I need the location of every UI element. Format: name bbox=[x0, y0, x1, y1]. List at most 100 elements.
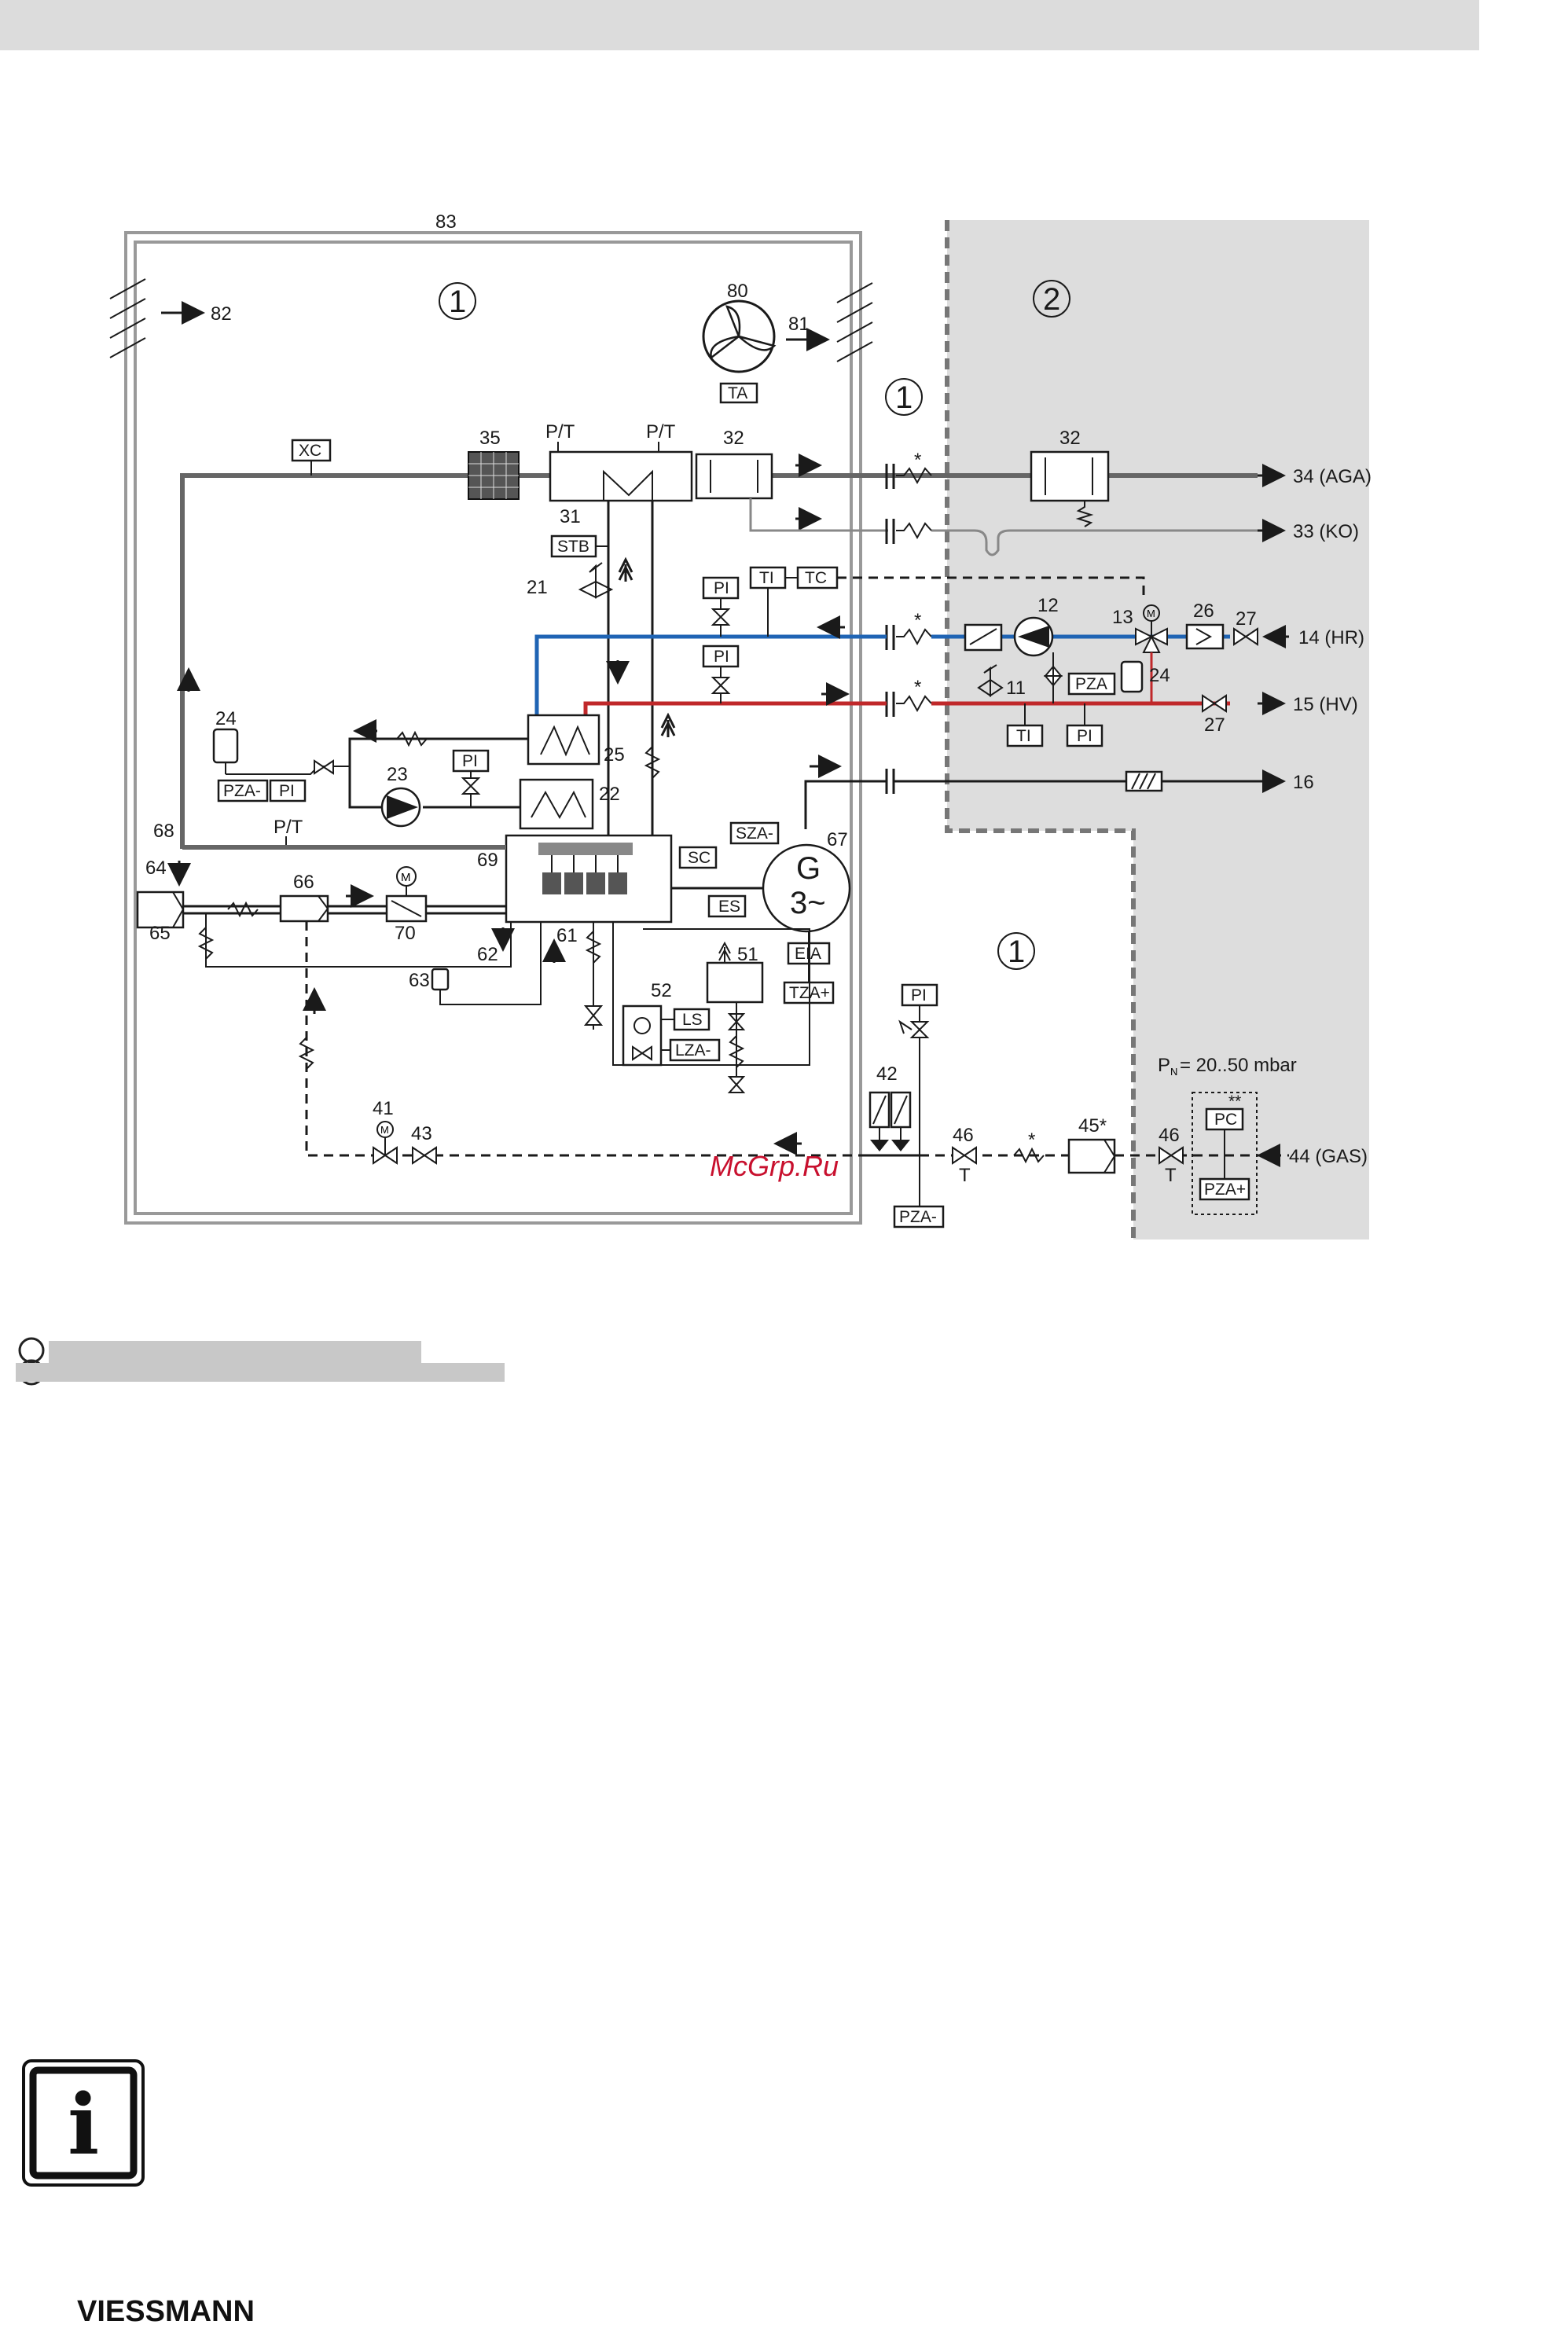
wall-hatch-right bbox=[836, 282, 873, 362]
label-27-a: 27 bbox=[1236, 608, 1257, 630]
oil-tank-51 bbox=[706, 961, 764, 1004]
oil-tank-valves bbox=[727, 1002, 746, 1093]
page-header-bar bbox=[0, 0, 1479, 50]
condensate-line bbox=[749, 498, 888, 532]
label-66: 66 bbox=[293, 872, 314, 893]
label-81: 81 bbox=[788, 314, 810, 335]
engine-pistons bbox=[551, 855, 619, 872]
gas-valve-46a bbox=[952, 1146, 977, 1165]
spring-gas-ext bbox=[1013, 1147, 1045, 1164]
valve-pi5 bbox=[461, 777, 481, 795]
expansion-vessel-24b bbox=[1120, 660, 1144, 693]
mixer-66 bbox=[279, 894, 329, 923]
tag-pi-2 bbox=[702, 645, 740, 668]
silencer-32-inner bbox=[695, 453, 773, 500]
section-bar-2 bbox=[16, 1363, 505, 1382]
label-pt-1: P/T bbox=[545, 421, 575, 443]
engine-head bbox=[538, 843, 633, 855]
label-62: 62 bbox=[477, 944, 498, 965]
spring-cooling bbox=[396, 730, 428, 747]
tag-pc-text: PC bbox=[1214, 1111, 1237, 1129]
relief-valve-21 bbox=[578, 562, 614, 599]
star-4: * bbox=[1028, 1129, 1035, 1151]
engine-cooling-loop bbox=[348, 737, 528, 809]
double-star: ** bbox=[1228, 1093, 1241, 1111]
vent-icon-2 bbox=[660, 712, 676, 737]
tag-pza-plus-text: PZA+ bbox=[1204, 1181, 1246, 1199]
throttle-diag bbox=[391, 900, 422, 917]
oil-container-52 bbox=[622, 1004, 663, 1067]
inlet-14: 14 (HR) bbox=[1298, 627, 1364, 648]
brand-logo: VIESSMANN bbox=[77, 2295, 255, 2328]
label-61: 61 bbox=[556, 925, 578, 946]
star-1: * bbox=[914, 450, 921, 471]
air-filter-icon bbox=[172, 891, 185, 928]
label-67: 67 bbox=[827, 829, 848, 850]
generator-g: G bbox=[796, 851, 821, 886]
silencer-drain bbox=[1075, 501, 1094, 527]
vent-icon-1 bbox=[618, 556, 633, 582]
label-70: 70 bbox=[395, 923, 416, 944]
label-27-b: 27 bbox=[1204, 714, 1225, 736]
label-43: 43 bbox=[411, 1123, 432, 1144]
relief-valve-11 bbox=[977, 664, 1004, 697]
heat-exchanger-31 bbox=[549, 450, 693, 502]
fan-blades-icon bbox=[710, 305, 777, 360]
gas-pressure-value: = 20..50 mbar bbox=[1180, 1055, 1297, 1076]
oil-filter-63 bbox=[431, 968, 450, 991]
label-82: 82 bbox=[211, 303, 232, 325]
hx22-coil bbox=[531, 790, 586, 820]
mixer-66-icon bbox=[318, 895, 329, 922]
tag-ti-2-text: TI bbox=[1016, 727, 1031, 745]
zone1-label-a: 1 bbox=[449, 285, 466, 319]
gas-train-valves bbox=[870, 1140, 910, 1151]
label-pt-2: P/T bbox=[646, 421, 676, 443]
expansion-vessel-24a bbox=[212, 728, 239, 764]
filter-26 bbox=[1185, 623, 1225, 650]
outlet-16: 16 bbox=[1293, 772, 1314, 793]
heating-flow-line bbox=[583, 701, 887, 715]
tag-ta bbox=[719, 382, 758, 404]
wall-hatch-left bbox=[109, 278, 146, 358]
enclosure-inner bbox=[134, 241, 853, 1215]
label-83: 83 bbox=[435, 211, 457, 233]
spring-oil bbox=[585, 931, 602, 964]
label-46-a: 46 bbox=[953, 1125, 974, 1146]
label-69: 69 bbox=[477, 850, 498, 871]
exhaust-line-left bbox=[180, 473, 468, 849]
label-41: 41 bbox=[373, 1098, 394, 1119]
label-64: 64 bbox=[145, 858, 167, 879]
label-32-inner: 32 bbox=[723, 428, 744, 449]
hx25-coil bbox=[540, 725, 590, 757]
tag-ti-2 bbox=[1006, 724, 1044, 747]
spring-crankcase bbox=[197, 927, 215, 960]
gas-pressure-sub: N bbox=[1170, 1066, 1177, 1078]
tag-es-text: ES bbox=[718, 898, 740, 916]
motor-13-m: M bbox=[1147, 608, 1155, 619]
tag-sc bbox=[678, 846, 718, 869]
inlet-44: 44 (GAS) bbox=[1289, 1146, 1368, 1167]
tag-pi-5 bbox=[452, 749, 490, 773]
crankcase-line bbox=[205, 913, 512, 968]
cable-gland-hatch bbox=[1131, 773, 1156, 790]
label-21: 21 bbox=[527, 577, 548, 598]
label-24-b: 24 bbox=[1149, 665, 1170, 686]
zone1-label-b: 1 bbox=[895, 380, 913, 415]
valve-27-return bbox=[1233, 627, 1258, 646]
tag-pi-1-text: PI bbox=[714, 579, 729, 597]
star-3: * bbox=[914, 677, 921, 698]
vent-icon-51 bbox=[718, 941, 731, 963]
tag-lza-text: LZA- bbox=[675, 1041, 711, 1059]
label-23: 23 bbox=[387, 764, 408, 785]
info-icon-glyph: i bbox=[68, 2075, 99, 2173]
engine-cylinders bbox=[542, 872, 627, 894]
check-valve-diag bbox=[969, 628, 997, 645]
tag-tc-text: TC bbox=[805, 569, 827, 587]
zone2-marker bbox=[1033, 280, 1070, 318]
label-24-a: 24 bbox=[215, 708, 237, 729]
wall-couplings bbox=[885, 464, 895, 794]
tag-ti-1-text: TI bbox=[759, 569, 774, 587]
label-45: 45* bbox=[1078, 1115, 1107, 1137]
tag-pi-2-text: PI bbox=[714, 648, 729, 666]
label-11: 11 bbox=[1006, 678, 1026, 699]
